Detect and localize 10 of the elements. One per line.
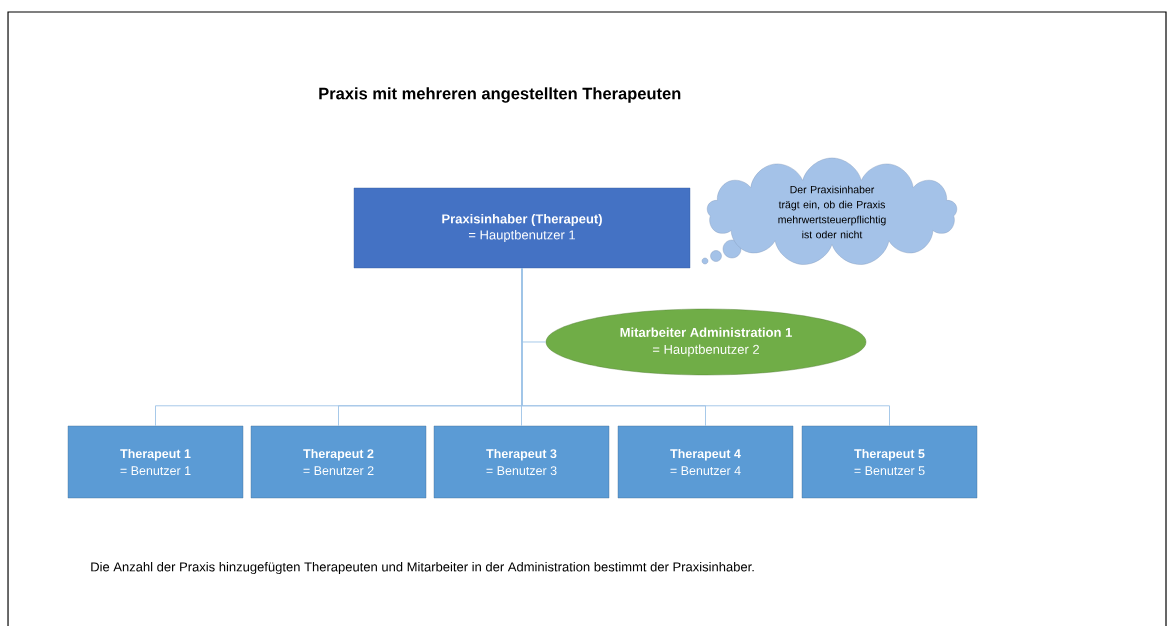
process-box: Therapeut 4 = Benutzer 4: [617, 425, 794, 499]
process-box: Therapeut 3 = Benutzer 3: [433, 425, 610, 499]
thought-cloud: Der Praxisinhaber trägt ein, ob die Praxis mehrwertsteuerpflichtig ist oder nicht: [707, 157, 957, 265]
connector-line: [521, 267, 890, 427]
process-box: Therapeut 2 = Benutzer 2: [250, 425, 427, 499]
caption: Die Anzahl der Praxis hinzugefügten Therapeuten und Mitarbeiter in der Administration bestimmt der Praxisinhaber.: [91, 561, 754, 575]
process-box: Therapeut 1 = Benutzer 1: [67, 425, 244, 499]
process-box: Praxisinhaber (Therapeut) = Hauptbenutzer 1: [353, 187, 691, 269]
process-box: Therapeut 5 = Benutzer 5: [801, 425, 978, 499]
title: Praxis mit mehreren angestellten Therapeuten: [319, 87, 681, 103]
